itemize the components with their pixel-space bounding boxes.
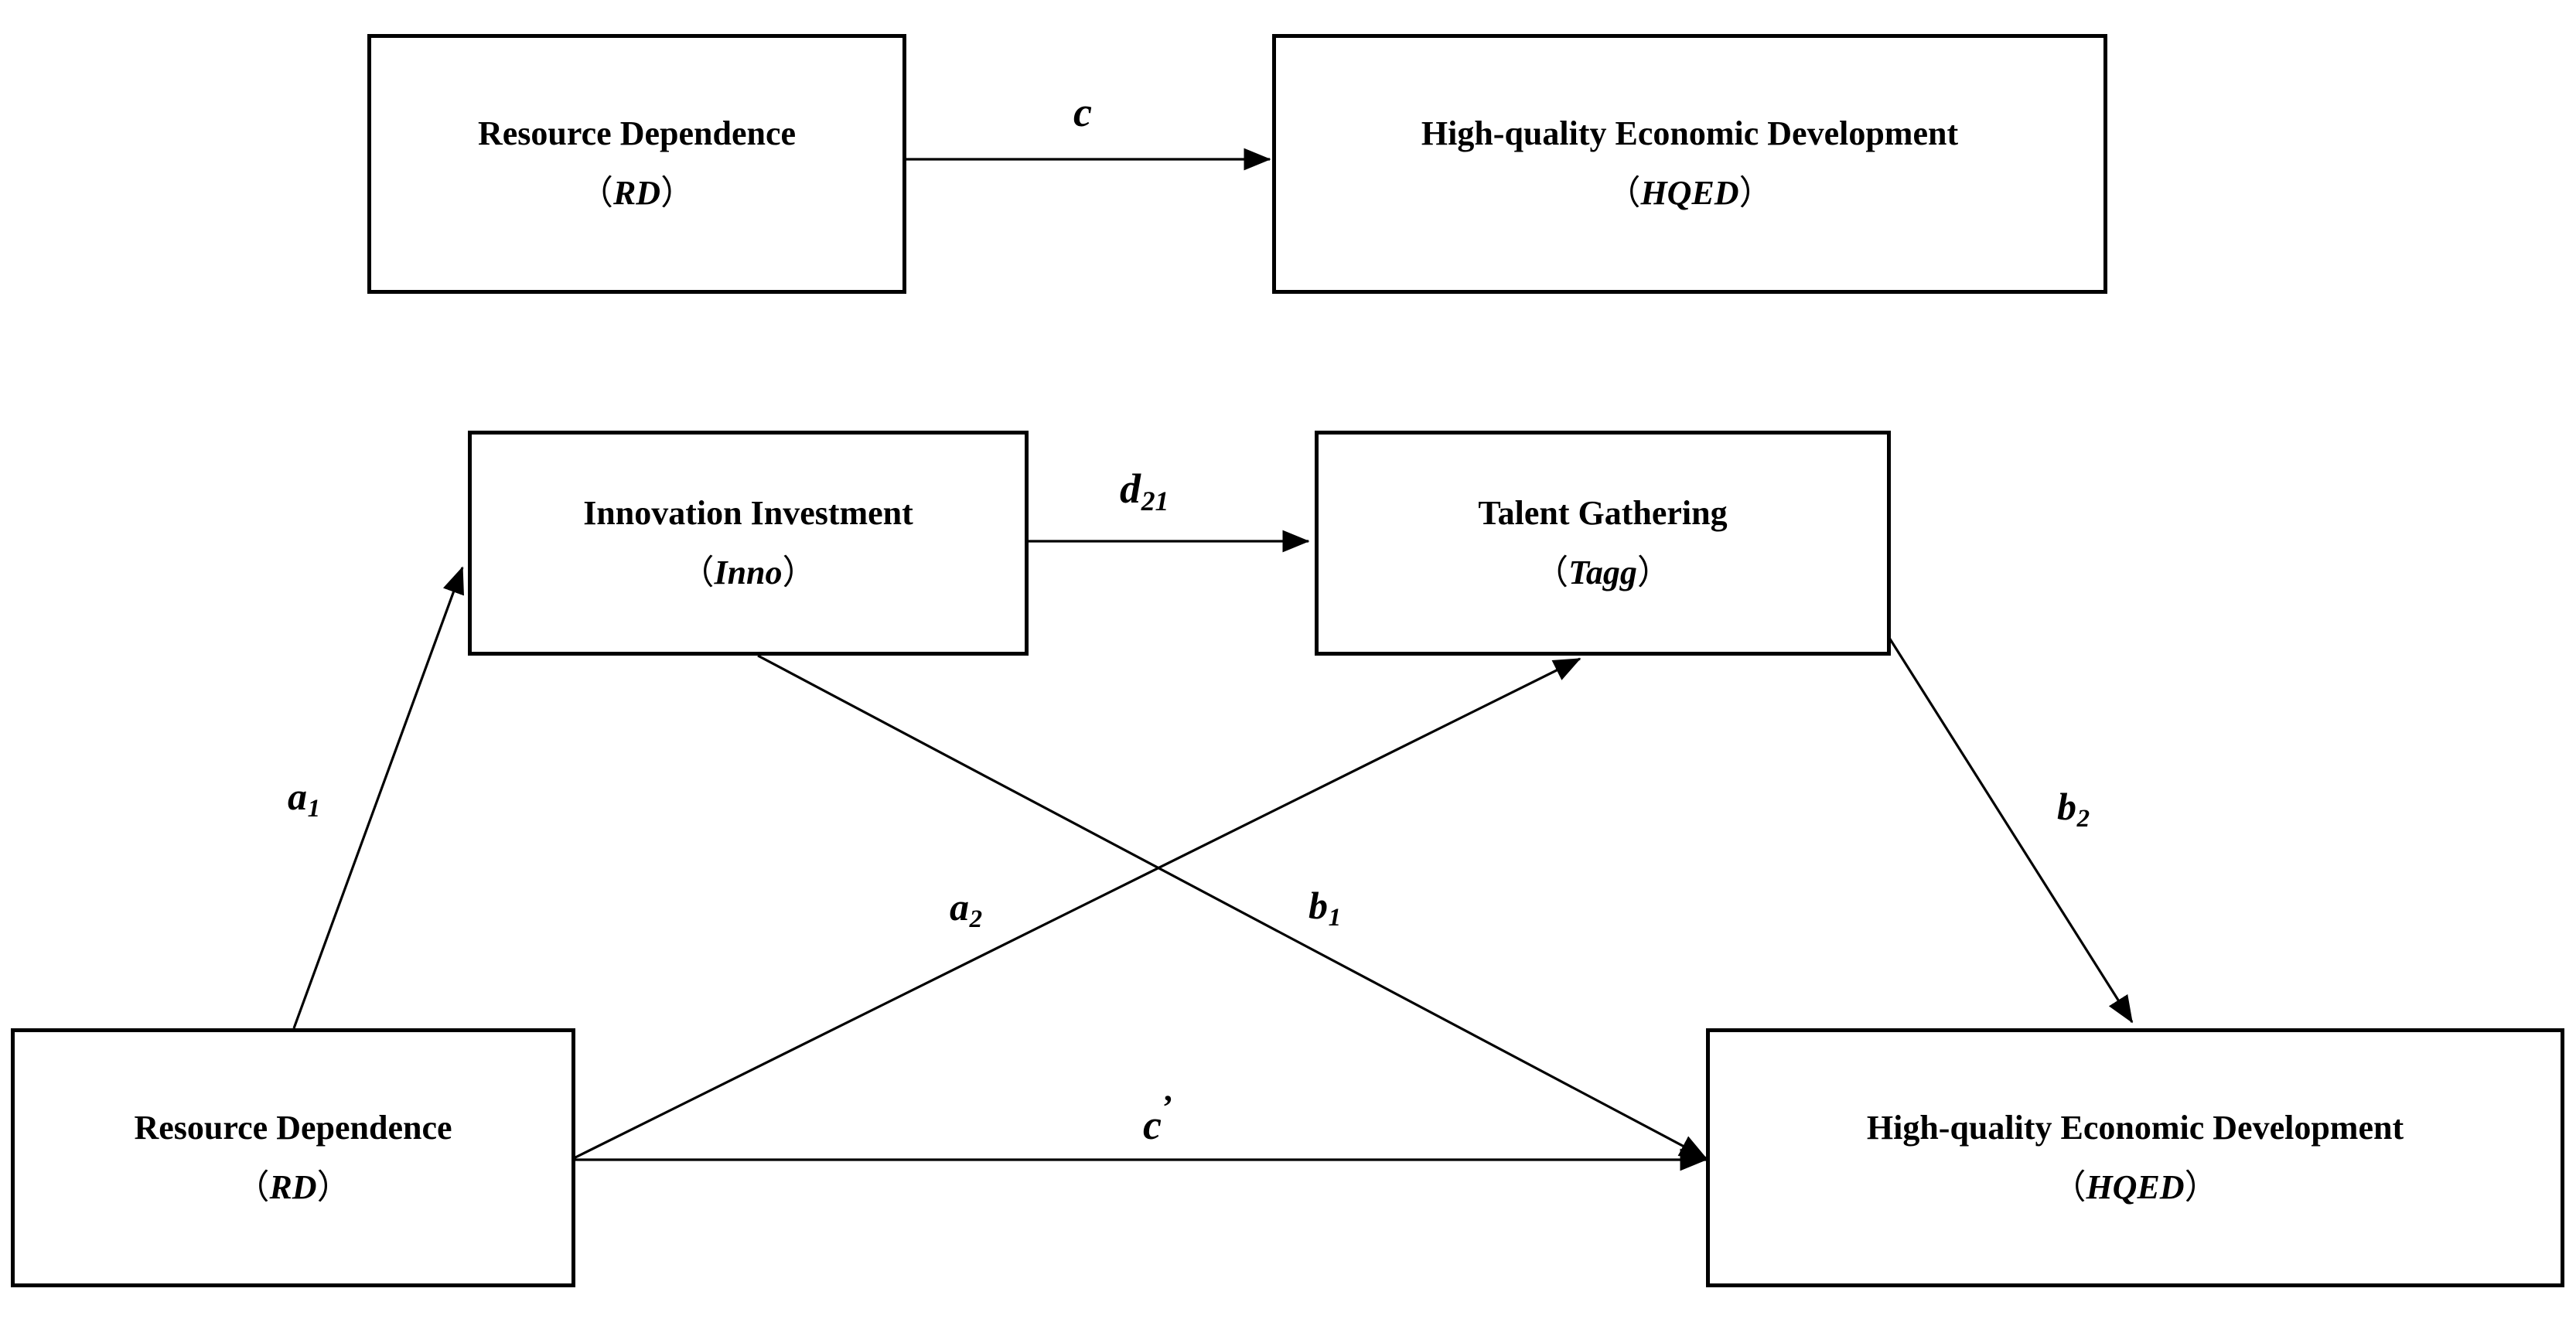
node-title: High-quality Economic Development: [1421, 114, 1959, 153]
path-label-b1: b1: [1308, 884, 1341, 931]
coefficient-letter: c: [1073, 89, 1092, 135]
node-title: Resource Dependence: [478, 114, 796, 153]
path-label-b2: b2: [2057, 785, 2090, 832]
node-talent-gathering[interactable]: Talent Gathering （Tagg）: [1315, 431, 1891, 656]
abbr-text: RD: [269, 1167, 317, 1206]
arrow-a1: [292, 566, 464, 1029]
node-title: Innovation Investment: [583, 493, 913, 532]
path-label-d21: d21: [1120, 465, 1169, 515]
arrow-b2: [1888, 637, 2134, 1024]
abbr-text: HQED: [2086, 1167, 2185, 1206]
paren-open: （: [235, 1167, 270, 1206]
paren-close: ）: [782, 553, 817, 591]
abbr-text: Inno: [714, 553, 783, 591]
arrow-a2: [573, 657, 1581, 1160]
paren-close: ）: [1738, 174, 1773, 212]
coefficient-letter: b: [2057, 785, 2076, 828]
node-abbreviation: （HQED）: [1606, 174, 1772, 213]
coefficient-subscript: 1: [1328, 904, 1342, 932]
node-title: Resource Dependence: [134, 1108, 452, 1147]
abbr-text: RD: [612, 174, 661, 212]
paren-close: ）: [1636, 553, 1671, 591]
node-hqed-top[interactable]: High-quality Economic Development （HQED）: [1272, 34, 2107, 294]
node-abbreviation: （HQED）: [2052, 1168, 2218, 1208]
coefficient-subscript: 2: [969, 905, 983, 934]
path-label-c-prime: c’: [1143, 1091, 1173, 1148]
coefficient-subscript: 1: [307, 795, 321, 823]
paren-close: ）: [316, 1167, 351, 1206]
node-hqed-bottom[interactable]: High-quality Economic Development （HQED）: [1706, 1028, 2564, 1287]
paren-open: （: [2052, 1167, 2086, 1206]
node-abbreviation: （Inno）: [680, 554, 816, 593]
coefficient-letter: b: [1308, 884, 1328, 927]
paren-close: ）: [660, 174, 695, 212]
paren-open: （: [1606, 174, 1641, 212]
arrow-b1: [757, 654, 1708, 1160]
node-resource-dependence-top[interactable]: Resource Dependence （RD）: [367, 34, 906, 294]
paren-open: （: [1534, 553, 1569, 591]
node-abbreviation: （RD）: [235, 1168, 350, 1208]
node-title: High-quality Economic Development: [1866, 1108, 2404, 1147]
coefficient-subscript: 2: [2076, 805, 2090, 833]
node-abbreviation: （Tagg）: [1534, 554, 1671, 593]
node-resource-dependence-bottom[interactable]: Resource Dependence （RD）: [11, 1028, 575, 1287]
node-abbreviation: （RD）: [579, 174, 694, 213]
coefficient-letter: a: [950, 885, 969, 929]
paren-close: ）: [2184, 1167, 2219, 1206]
coefficient-letter: c: [1143, 1102, 1162, 1148]
path-label-c: c: [1073, 91, 1092, 133]
abbr-text: Tagg: [1568, 553, 1637, 591]
node-title: Talent Gathering: [1478, 493, 1728, 532]
coefficient-prime: ’: [1162, 1089, 1174, 1126]
paren-open: （: [578, 174, 613, 212]
path-label-a2: a2: [950, 885, 982, 932]
paren-open: （: [680, 553, 715, 591]
abbr-text: HQED: [1640, 174, 1739, 212]
node-innovation-investment[interactable]: Innovation Investment （Inno）: [468, 431, 1029, 656]
coefficient-letter: a: [288, 775, 307, 818]
coefficient-letter: d: [1120, 465, 1141, 512]
path-label-a1: a1: [288, 775, 320, 822]
coefficient-subscript: 21: [1141, 485, 1169, 516]
